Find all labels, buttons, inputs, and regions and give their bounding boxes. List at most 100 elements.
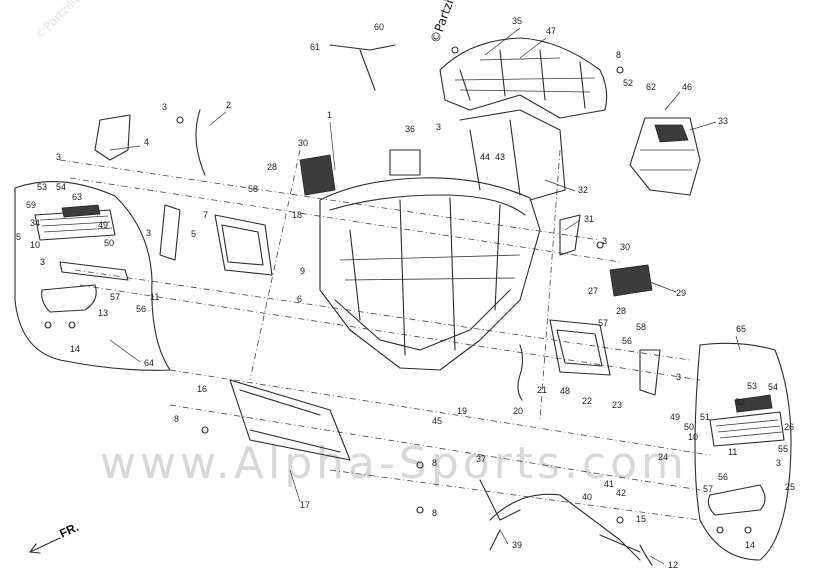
left-footrest-group [14, 181, 171, 371]
callout-10: 10 [30, 240, 40, 250]
callout-55: 55 [778, 444, 788, 454]
callout-11: 11 [150, 292, 159, 302]
callout-36: 36 [405, 124, 415, 134]
callout-30: 30 [620, 242, 630, 252]
callout-19: 19 [457, 406, 467, 416]
callout-56: 56 [622, 336, 632, 346]
callout-29: 29 [676, 288, 686, 298]
callout-24: 24 [658, 452, 668, 462]
callout-52: 52 [623, 78, 633, 88]
callout-3: 3 [776, 458, 781, 468]
callout-9: 9 [300, 266, 305, 276]
right-footrest-group [694, 342, 792, 561]
callout-13: 13 [98, 308, 108, 318]
lower-cradle [229, 379, 641, 561]
callout-65: 65 [736, 324, 746, 334]
callout-3: 3 [676, 372, 681, 382]
callout-8: 8 [174, 414, 179, 424]
callout-30: 30 [298, 138, 308, 148]
callout-11: 11 [728, 447, 737, 457]
callout-6: 6 [297, 294, 302, 304]
callout-20: 20 [513, 406, 523, 416]
callout-51: 51 [700, 412, 710, 422]
callout-62: 62 [646, 82, 656, 92]
callout-17: 17 [300, 500, 310, 510]
axis-lines [59, 149, 711, 521]
callout-45: 45 [432, 416, 442, 426]
callout-10: 10 [688, 432, 698, 442]
callout-25: 25 [785, 482, 795, 492]
callout-50: 50 [684, 422, 694, 432]
callout-39: 39 [512, 540, 522, 550]
callout-3: 3 [146, 228, 151, 238]
callout-53: 53 [37, 182, 47, 192]
callout-42: 42 [616, 488, 626, 498]
leader-lines [109, 27, 741, 565]
callout-3: 3 [40, 257, 45, 267]
callout-57: 57 [598, 318, 608, 328]
callout-12: 12 [668, 560, 678, 570]
callout-50: 50 [104, 238, 114, 248]
callout-54: 54 [768, 382, 778, 392]
callout-7: 7 [203, 210, 208, 220]
callout-16: 16 [197, 384, 207, 394]
main-watermark: www.Alpha-Sports.com [100, 438, 688, 489]
callout-43: 43 [495, 152, 505, 162]
callout-15: 15 [636, 514, 646, 524]
copyright-mark: ©Partzilla [428, 0, 461, 45]
callouts: 1 2 3 3 3 3 3 3 3 3 4 5 5 6 7 8 8 8 8 9 … [16, 16, 795, 570]
hardware [94, 44, 661, 566]
callout-37: 37 [476, 454, 486, 464]
callout-57: 57 [110, 292, 120, 302]
callout-18: 18 [292, 210, 302, 220]
callout-58: 58 [636, 322, 646, 332]
callout-35: 35 [512, 16, 522, 26]
callout-27: 27 [588, 286, 598, 296]
foot-pegs [299, 154, 653, 297]
callout-22: 22 [582, 396, 592, 406]
callout-14: 14 [745, 540, 755, 550]
main-frame [319, 109, 566, 371]
callout-28: 28 [616, 306, 626, 316]
callout-49: 49 [670, 412, 680, 422]
callout-28: 28 [267, 162, 277, 172]
callout-8: 8 [432, 458, 437, 468]
callout-14: 14 [70, 344, 80, 354]
callout-48: 48 [560, 386, 570, 396]
callout-5: 5 [16, 232, 21, 242]
callout-53: 53 [747, 381, 757, 391]
callout-58: 58 [248, 184, 258, 194]
callout-3: 3 [56, 152, 61, 162]
callout-64: 64 [144, 358, 154, 368]
callout-61: 61 [310, 42, 320, 52]
callout-56: 56 [136, 304, 146, 314]
callout-3: 3 [602, 236, 607, 246]
front-direction-indicator: FR. [29, 520, 81, 554]
callout-8: 8 [616, 50, 621, 60]
callout-60: 60 [374, 22, 384, 32]
callout-33: 33 [718, 116, 728, 126]
callout-40: 40 [582, 492, 592, 502]
callout-5: 5 [191, 229, 196, 239]
callout-54: 54 [56, 182, 66, 192]
callout-57: 57 [703, 484, 713, 494]
callout-3: 3 [436, 122, 441, 132]
callout-31: 31 [584, 214, 594, 224]
callout-52: 52 [735, 397, 745, 407]
corner-watermark: ©Partzilla.com [32, 0, 105, 42]
front-label: FR. [57, 520, 80, 541]
callout-46: 46 [682, 82, 692, 92]
callout-2: 2 [226, 100, 231, 110]
callout-47: 47 [546, 26, 556, 36]
side-guards [214, 214, 611, 376]
callout-4: 4 [144, 137, 149, 147]
callout-49: 49 [98, 220, 108, 230]
callout-8: 8 [432, 508, 437, 518]
callout-34: 34 [30, 218, 40, 228]
callout-1: 1 [327, 110, 332, 120]
callout-3: 3 [162, 102, 167, 112]
rear-guard [629, 117, 701, 196]
rear-rack [439, 37, 608, 119]
callout-41: 41 [604, 479, 614, 489]
